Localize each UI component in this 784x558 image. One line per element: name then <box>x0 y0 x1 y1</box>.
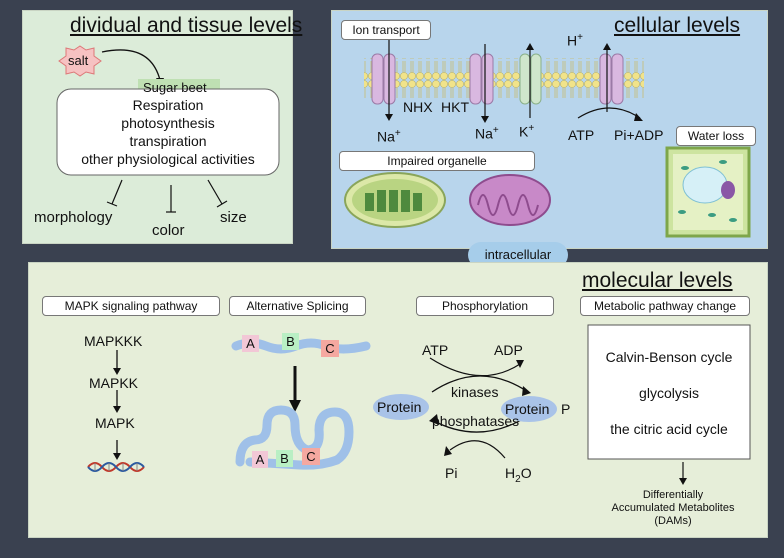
protein-ellipse-left <box>373 394 429 420</box>
tissue-title: dividual and tissue levels <box>70 14 303 37</box>
impaired-organelle-label: Impaired organelle <box>339 151 535 171</box>
phosphate-p-label: P <box>561 401 571 417</box>
kinases-label: kinases <box>451 384 499 400</box>
dams-line-1: Differentially <box>642 489 704 501</box>
dams-line-2: Accumulated Metabolites <box>611 502 735 514</box>
splicing-header: Alternative Splicing <box>229 296 366 316</box>
activity-respiration: Respiration <box>132 97 204 113</box>
phospho-water: H2O <box>505 465 532 485</box>
na-label-2: Na+ <box>475 125 499 142</box>
pathway-citric: the citric acid cycle <box>610 421 728 437</box>
ion-transport-label: Ion transport <box>341 20 431 40</box>
exon-b-top: B <box>282 333 299 350</box>
dams-line-3: (DAMs) <box>654 515 692 527</box>
mapk-header: MAPK signaling pathway <box>42 296 220 316</box>
exon-a-top: A <box>242 335 259 352</box>
activity-other: other physiological activities <box>81 151 255 167</box>
salt-star-icon <box>58 45 102 77</box>
nhx-label: NHX <box>403 99 433 115</box>
mapk-step-mapkkk: MAPKKK <box>84 333 143 349</box>
protein-left-label: Protein <box>377 399 422 415</box>
exon-c-top: C <box>321 340 339 357</box>
atp-label-cell: ATP <box>568 127 595 143</box>
k-channel <box>519 53 542 105</box>
phospho-pi: Pi <box>445 465 458 481</box>
pathway-glycolysis: glycolysis <box>639 385 699 401</box>
atpase-channel <box>599 53 624 105</box>
exon-b-bottom: B <box>276 450 293 467</box>
protein-ellipse-right <box>501 396 557 422</box>
activity-transpiration: transpiration <box>129 133 207 149</box>
metabolic-header: Metabolic pathway change <box>580 296 750 316</box>
chloroplast-icon <box>344 172 446 228</box>
phosphorylation-header: Phosphorylation <box>416 296 554 316</box>
outcome-morphology: morphology <box>34 209 113 226</box>
activities-box <box>56 88 280 176</box>
exon-c-bottom: C <box>302 448 320 465</box>
activity-photosynthesis: photosynthesis <box>121 115 215 131</box>
outcome-size: size <box>220 209 247 226</box>
pi-adp-label: Pi+ADP <box>614 127 664 143</box>
exon-a-bottom: A <box>252 451 268 468</box>
mitochondrion-icon <box>469 174 551 226</box>
dna-helix-icon <box>87 462 145 472</box>
water-loss-label: Water loss <box>676 126 756 146</box>
phospho-atp: ATP <box>422 342 449 358</box>
k-label: K+ <box>519 123 535 140</box>
nhx-channel <box>371 53 396 105</box>
protein-right-label: Protein <box>505 401 550 417</box>
h-label: H+ <box>567 32 583 49</box>
pathway-calvin: Calvin-Benson cycle <box>605 349 733 365</box>
lipid-bilayer <box>364 58 644 98</box>
mapk-step-mapk: MAPK <box>95 415 135 431</box>
mapk-step-mapkk: MAPKK <box>89 375 139 391</box>
molecular-title: molecular levels <box>582 269 733 292</box>
metabolic-pathways-box <box>587 324 751 460</box>
phospho-adp: ADP <box>494 342 523 358</box>
plant-cell-icon <box>665 146 751 238</box>
salt-label: salt <box>68 53 89 68</box>
sugar-beet-label: Sugar beet <box>143 80 207 95</box>
hkt-label: HKT <box>441 99 469 115</box>
phosphatases-label: phosphatases <box>432 413 520 429</box>
na-label-1: Na+ <box>377 128 401 145</box>
cellular-title: cellular levels <box>614 14 741 37</box>
outcome-color: color <box>152 222 185 239</box>
salt-to-beet-arrow <box>101 49 161 81</box>
